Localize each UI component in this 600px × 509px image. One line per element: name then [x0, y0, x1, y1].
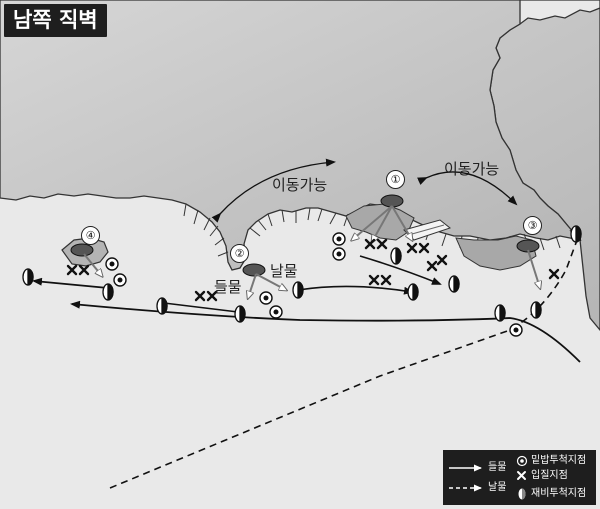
- legend-groundbait: 밑밥투척지점: [531, 455, 587, 466]
- point-2-marker: ②: [230, 244, 249, 263]
- move-arrow-right: [417, 171, 518, 206]
- ebb-current-2: [297, 285, 414, 295]
- legend-symbols: [449, 455, 528, 500]
- flood-current-main: [70, 300, 581, 363]
- legend-feeding: 입질지점: [531, 470, 568, 481]
- point-1-marker: ①: [386, 170, 405, 189]
- legend-ebb: 날물: [488, 482, 507, 493]
- flood-current-4: [32, 277, 109, 289]
- rock-shelf-3: [455, 235, 537, 271]
- flood-current-1: [359, 255, 442, 285]
- ebb-current-main: [109, 230, 581, 489]
- flood-current-2: [163, 302, 239, 313]
- point-3-marker: ③: [523, 216, 542, 235]
- float-icon: [22, 225, 582, 323]
- angler-rock-icon: [70, 194, 540, 277]
- cast-arrows: [83, 205, 540, 298]
- move-label-left: 이동가능: [272, 176, 328, 194]
- legend-flood: 들물: [488, 462, 507, 473]
- legend: 들물 날물 밑밥투척지점 입질지점 재비투척지점: [443, 450, 596, 505]
- move-arrow-left: [211, 158, 336, 223]
- map-title: 남쪽 직벽: [4, 4, 107, 37]
- flood-label: 들물: [214, 278, 242, 296]
- move-label-right: 이동가능: [444, 160, 500, 178]
- legend-recast: 재비투척지점: [531, 488, 587, 499]
- ebb-label: 날물: [270, 262, 298, 280]
- feeding-x-icon: [66, 238, 560, 302]
- point-4-marker: ④: [81, 226, 100, 245]
- groundbait-center: [109, 236, 519, 333]
